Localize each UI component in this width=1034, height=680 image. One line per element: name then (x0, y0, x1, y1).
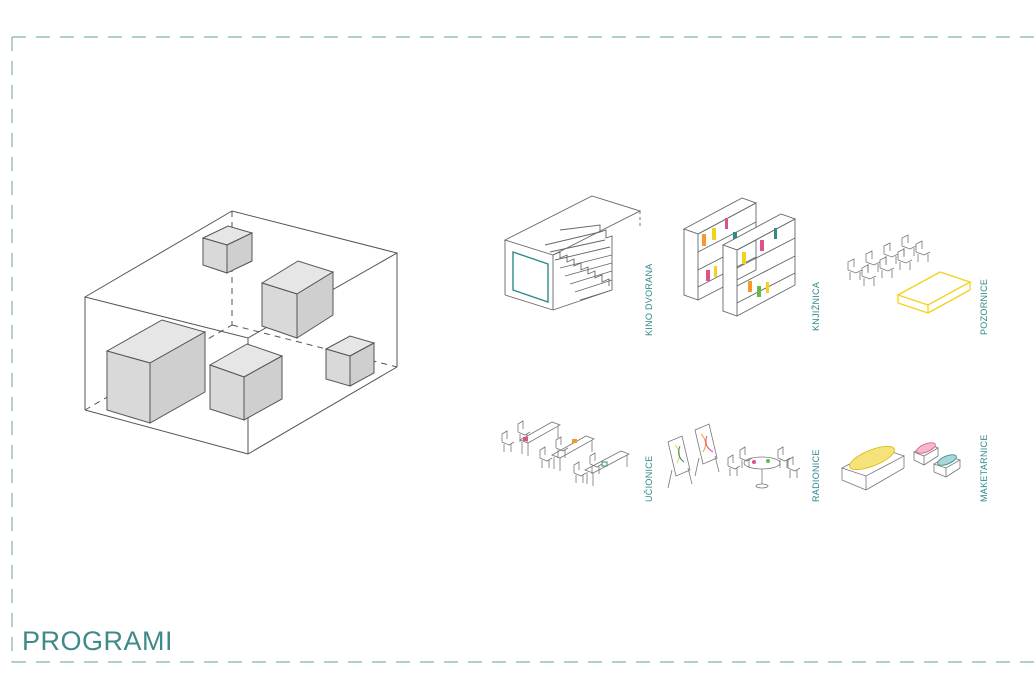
knjiznica-icon (682, 197, 797, 317)
page-title: PROGRAMI (22, 626, 174, 656)
block-small-right (324, 335, 376, 387)
volume-blocks (105, 225, 376, 424)
block-mid-right (260, 260, 335, 339)
maketarnice-icon (840, 442, 961, 491)
label-radionice: RADIONICE (811, 449, 821, 502)
ucionice-icon (501, 420, 630, 486)
radionice-icon (667, 423, 801, 489)
model-table-small-1 (913, 442, 939, 466)
label-ucionice: UČIONICE (644, 455, 654, 502)
label-kino-dvorana: KINO DVORANA (644, 263, 654, 336)
kino-dvorana-icon (503, 195, 642, 311)
block-mid-center (208, 343, 284, 421)
stage-platform (896, 271, 972, 314)
block-large-left (105, 319, 207, 424)
model-table-small-2 (933, 454, 961, 478)
round-table (727, 446, 801, 489)
chairs-group (847, 234, 931, 286)
block-small-top (201, 225, 254, 274)
label-pozornice: POZORNICE (979, 278, 989, 335)
easel-left (667, 435, 693, 489)
label-knjiznica: KNJIŽNICA (811, 281, 821, 331)
pozornice-icon (847, 234, 972, 314)
model-table-large (840, 445, 906, 491)
label-maketarnice: MAKETARNICE (979, 434, 989, 502)
easel-right (694, 423, 720, 477)
dashed-frame (11, 36, 1034, 663)
